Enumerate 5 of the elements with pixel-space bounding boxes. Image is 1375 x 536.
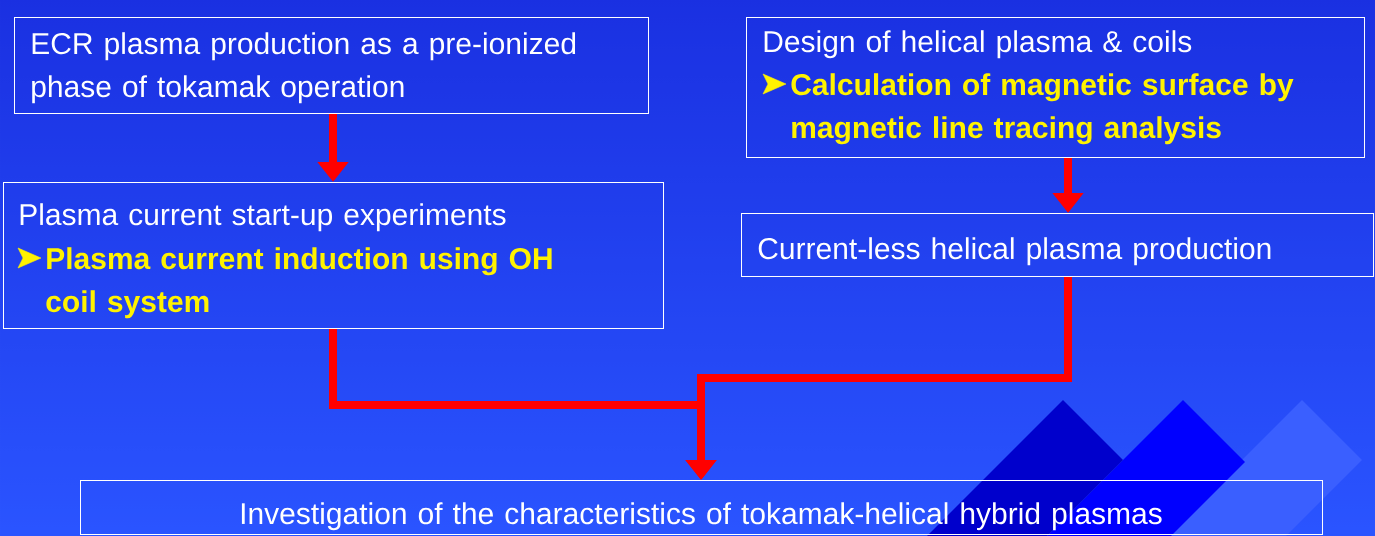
process-box: ECR plasma production as a pre-ionized phase of tokamak operation [14, 17, 649, 114]
process-box: Current-less helical plasma production [741, 213, 1374, 277]
process-box: Investigation of the characteristics of tokamak-helical hybrid plasmas [80, 480, 1323, 535]
process-box: Plasma current start-up experiments Plasma current induction using OH coil system [3, 182, 664, 329]
process-box: Design of helical plasma & coils Calculation of magnetic surface by magnetic line tracing analysis [746, 17, 1365, 158]
